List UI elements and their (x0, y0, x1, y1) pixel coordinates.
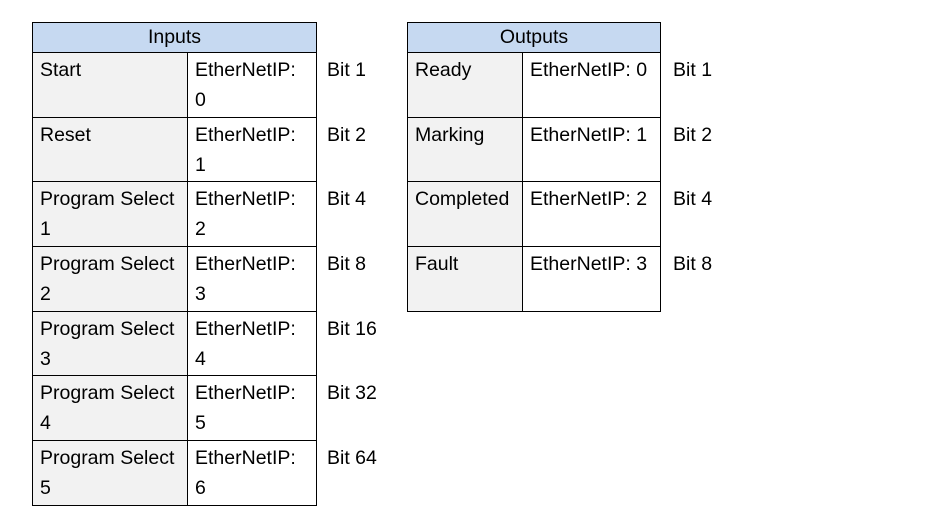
inputs-bit-labels: Bit 1 Bit 2 Bit 4 Bit 8 Bit 16 Bit 32 Bi… (327, 53, 377, 506)
bit-label: Bit 16 (327, 317, 377, 340)
address-cell: EtherNetIP: 2 (521, 181, 662, 248)
address-cell: EtherNetIP: 4 (187, 310, 317, 377)
inputs-section: Inputs Start EtherNetIP: 0 Reset EtherNe… (32, 22, 377, 506)
table-row: Program Select 1 EtherNetIP: 2 (32, 181, 317, 248)
bit-label: Bit 8 (327, 253, 367, 276)
signal-cell: Program Select 5 (32, 440, 188, 506)
address-cell: EtherNetIP: 0 (187, 52, 317, 118)
table-row: Program Select 5 EtherNetIP: 6 (32, 440, 317, 506)
signal-cell: Reset (32, 116, 188, 183)
table-row: Ready EtherNetIP: 0 (407, 52, 662, 118)
table-row: Reset EtherNetIP: 1 (32, 116, 317, 183)
address-cell: EtherNetIP: 2 (187, 181, 317, 248)
bit-label: Bit 32 (327, 382, 377, 405)
table-row: Program Select 2 EtherNetIP: 3 (32, 246, 317, 312)
table-row: Completed EtherNetIP: 2 (407, 181, 662, 248)
table-row: Marking EtherNetIP: 1 (407, 116, 662, 183)
address-cell: EtherNetIP: 0 (521, 52, 662, 118)
outputs-section: Outputs Ready EtherNetIP: 0 Marking Ethe… (406, 22, 712, 312)
signal-cell: Completed (407, 181, 523, 248)
inputs-header-row: Inputs (32, 22, 317, 53)
address-cell: EtherNetIP: 5 (187, 375, 317, 442)
address-cell: EtherNetIP: 1 (187, 116, 317, 183)
table-row: Program Select 4 EtherNetIP: 5 (32, 375, 317, 442)
table-row: Program Select 3 EtherNetIP: 4 (32, 310, 317, 377)
address-cell: EtherNetIP: 1 (521, 116, 662, 183)
inputs-table: Inputs Start EtherNetIP: 0 Reset EtherNe… (32, 22, 317, 506)
table-row: Start EtherNetIP: 0 (32, 52, 317, 118)
signal-cell: Ready (407, 52, 523, 118)
bit-label: Bit 64 (327, 447, 377, 470)
signal-cell: Fault (407, 246, 523, 312)
signal-cell: Program Select 2 (32, 246, 188, 312)
signal-cell: Marking (407, 116, 523, 183)
outputs-table: Outputs Ready EtherNetIP: 0 Marking Ethe… (406, 22, 662, 312)
outputs-header-row: Outputs (406, 22, 662, 53)
signal-cell: Program Select 1 (32, 181, 188, 248)
bit-label: Bit 2 (673, 123, 713, 146)
bit-label: Bit 1 (673, 59, 713, 81)
address-cell: EtherNetIP: 6 (187, 440, 317, 506)
bit-label: Bit 2 (327, 123, 367, 146)
inputs-table-title: Inputs (32, 22, 317, 53)
address-cell: EtherNetIP: 3 (187, 246, 317, 312)
signal-cell: Program Select 3 (32, 310, 188, 377)
bit-label: Bit 4 (673, 188, 713, 211)
outputs-table-title: Outputs (406, 22, 662, 53)
signal-cell: Program Select 4 (32, 375, 188, 442)
bit-label: Bit 1 (327, 59, 367, 81)
bit-label: Bit 8 (673, 253, 713, 276)
address-cell: EtherNetIP: 3 (521, 246, 662, 312)
signal-cell: Start (32, 52, 188, 118)
table-row: Fault EtherNetIP: 3 (407, 246, 662, 312)
outputs-bit-labels: Bit 1 Bit 2 Bit 4 Bit 8 (673, 53, 712, 312)
bit-label: Bit 4 (327, 188, 367, 211)
